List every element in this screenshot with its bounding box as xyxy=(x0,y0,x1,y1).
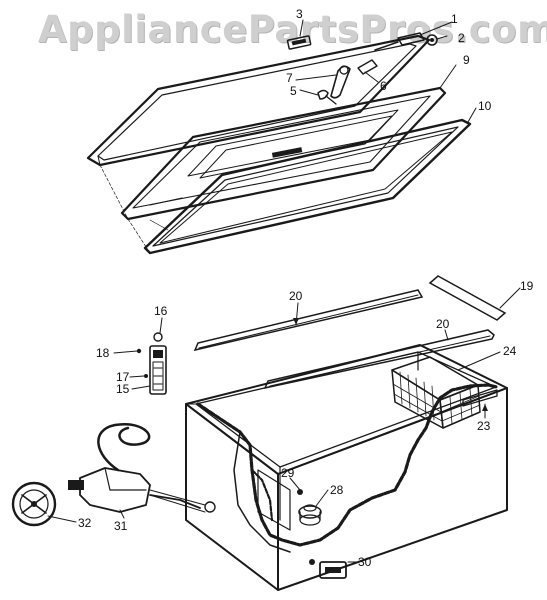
callout-15: 15 xyxy=(116,382,130,396)
callout-24: 24 xyxy=(503,344,517,358)
callout-10: 10 xyxy=(478,99,492,113)
lock-bracket-part xyxy=(357,59,378,75)
screw-part xyxy=(426,34,438,46)
callout-28: 28 xyxy=(330,483,344,497)
lid-gasket xyxy=(143,118,472,255)
lock-key-part xyxy=(317,89,337,105)
callout-2: 2 xyxy=(458,31,465,45)
callout-17: 17 xyxy=(116,370,130,384)
condenser-loop-tubing xyxy=(196,383,499,553)
fan-motor-part xyxy=(11,481,57,527)
callout-1: 1 xyxy=(451,12,458,26)
leader-lines xyxy=(47,19,521,563)
drain-screw-part xyxy=(297,489,303,495)
callout-7: 7 xyxy=(286,71,293,85)
callout-9: 9 xyxy=(463,53,470,67)
callout-20-lower: 20 xyxy=(436,317,450,331)
callout-19: 19 xyxy=(520,279,534,293)
callout-6: 6 xyxy=(380,79,387,93)
storage-basket xyxy=(391,356,481,429)
breaker-strip-front-top xyxy=(193,289,424,352)
compressor-part xyxy=(68,422,206,513)
lid-liner xyxy=(120,86,447,221)
callout-30: 30 xyxy=(358,555,372,569)
callout-3: 3 xyxy=(296,7,303,21)
callout-5: 5 xyxy=(290,84,297,98)
callout-20-upper: 20 xyxy=(289,289,303,303)
breaker-strip-rear xyxy=(428,275,507,321)
lock-assembly-part xyxy=(330,65,351,99)
callout-23: 23 xyxy=(477,419,491,433)
nameplate-part xyxy=(462,389,498,407)
callout-31: 31 xyxy=(114,519,128,533)
callout-18: 18 xyxy=(96,346,110,360)
thermostat-assembly xyxy=(136,332,167,395)
control-housing-part xyxy=(319,561,347,579)
callout-16: 16 xyxy=(154,304,168,318)
drain-plug-part xyxy=(298,504,322,526)
callout-32: 32 xyxy=(78,516,92,530)
lid-handle-part xyxy=(286,35,312,50)
evaporator-cover xyxy=(257,469,291,531)
hinge-part xyxy=(374,32,425,51)
callout-29: 29 xyxy=(281,466,295,480)
